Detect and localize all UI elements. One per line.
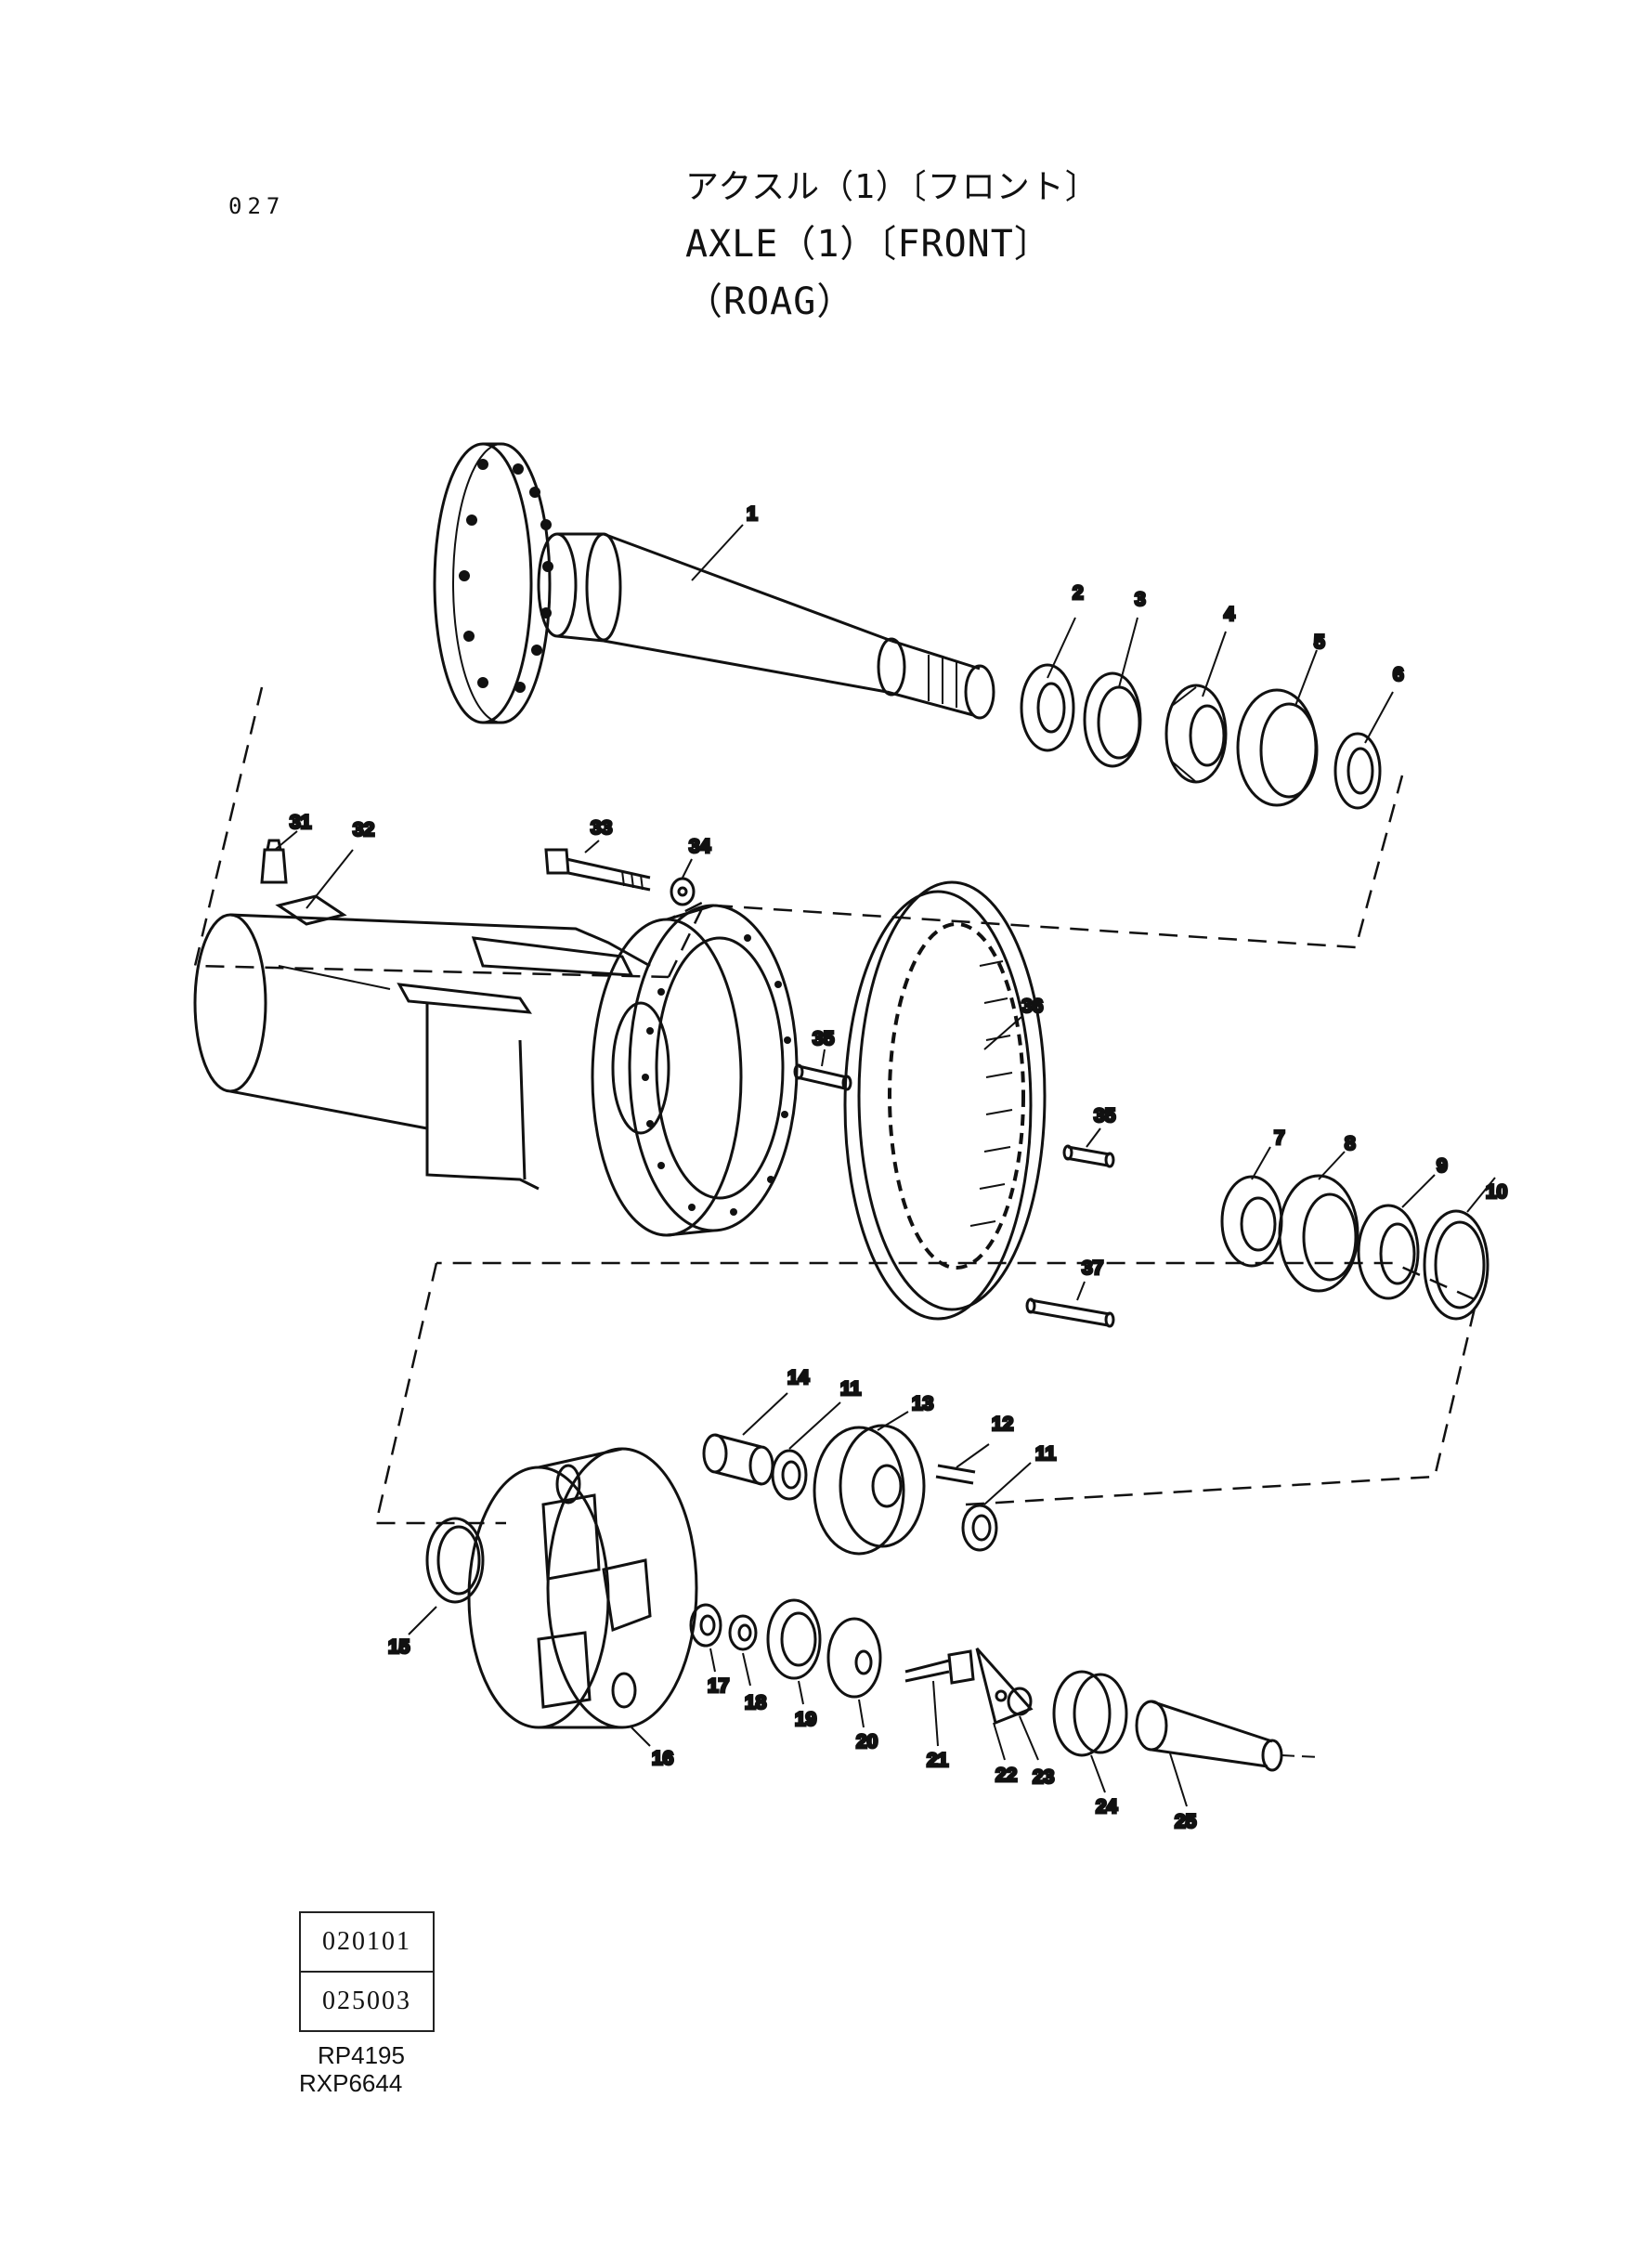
- callout-leaders: [274, 524, 1496, 1807]
- callout-21: 21: [927, 1750, 949, 1771]
- part-axle-shaft: [433, 442, 995, 724]
- callout-35-b: 35: [1094, 1105, 1116, 1127]
- part-bearing-9: [1357, 1204, 1420, 1300]
- callout-2: 2: [1073, 582, 1084, 604]
- callout-36: 36: [1021, 996, 1043, 1017]
- callout-20: 20: [856, 1731, 878, 1752]
- callout-labels: 1 2 3 4 5 6 7 8 9 10 11 11 12 13 14 15 1…: [289, 502, 1509, 1834]
- part-carrier-16: [467, 1447, 698, 1729]
- reference-code: RP4195: [318, 2041, 405, 2069]
- callout-6: 6: [1393, 664, 1404, 685]
- part-pin-35-a: [793, 1063, 852, 1091]
- callout-11-b: 11: [1035, 1443, 1057, 1465]
- callout-11-a: 11: [840, 1378, 862, 1400]
- part-washer-11-a: [771, 1449, 808, 1501]
- callout-1: 1: [747, 503, 758, 525]
- part-thrust-washer-20: [826, 1617, 882, 1699]
- part-pin-35-b: [1062, 1144, 1115, 1168]
- page-number: 027: [228, 193, 286, 219]
- part-planet-gear-13: [813, 1424, 926, 1556]
- part-ring-23: [1007, 1687, 1033, 1716]
- serial-range-box: 020101 025003: [299, 1911, 435, 2032]
- callout-14: 14: [787, 1367, 810, 1388]
- callout-10: 10: [1486, 1181, 1507, 1203]
- callout-32: 32: [353, 819, 374, 840]
- callout-37: 37: [1082, 1257, 1103, 1279]
- callout-4: 4: [1224, 604, 1235, 625]
- part-washer-11-b: [961, 1504, 998, 1552]
- part-seal-6: [1333, 732, 1382, 810]
- callout-25: 25: [1175, 1811, 1197, 1832]
- callout-35-a: 35: [813, 1028, 835, 1049]
- part-lock-plate-22: [975, 1648, 1034, 1726]
- callout-31: 31: [290, 812, 312, 833]
- part-grease-nipple-31: [260, 839, 288, 884]
- callout-19: 19: [795, 1709, 816, 1730]
- reference-codes: RP4195 RXP6644: [299, 2041, 405, 2097]
- serial-from: 020101: [322, 1927, 411, 1956]
- part-axle-housing: [193, 904, 799, 1237]
- part-sun-gear-24: [1052, 1670, 1128, 1757]
- callout-15: 15: [388, 1636, 410, 1658]
- part-pin-12: [935, 1464, 976, 1485]
- part-ring-18: [728, 1614, 758, 1651]
- callout-8: 8: [1345, 1133, 1356, 1154]
- callout-18: 18: [745, 1692, 767, 1713]
- part-seal-2: [1020, 663, 1075, 752]
- title-english: AXLE（1）〔FRONT〕: [685, 223, 1052, 266]
- callout-7: 7: [1274, 1127, 1285, 1149]
- part-ring-gear-36: [843, 880, 1047, 1321]
- part-drive-shaft-25: [1135, 1700, 1320, 1772]
- callout-16: 16: [652, 1748, 673, 1769]
- part-bushing-14: [702, 1433, 774, 1486]
- callout-12: 12: [992, 1414, 1013, 1435]
- part-bolt-21: [904, 1649, 975, 1685]
- title-model: （ROAG）: [685, 280, 855, 323]
- callout-13: 13: [912, 1393, 933, 1414]
- part-pin-37: [1025, 1297, 1115, 1328]
- callout-9: 9: [1437, 1155, 1448, 1177]
- part-race-8: [1278, 1174, 1359, 1293]
- part-race-3: [1083, 671, 1142, 768]
- part-bolt-33: [544, 848, 651, 892]
- part-thrust-plate-19: [766, 1598, 822, 1680]
- callout-3: 3: [1135, 589, 1146, 610]
- callout-17: 17: [708, 1675, 729, 1697]
- part-race-5: [1236, 688, 1319, 807]
- part-washer-17: [689, 1603, 722, 1648]
- part-bearing-4: [1164, 684, 1228, 784]
- part-snap-ring-15: [425, 1517, 485, 1604]
- part-washer-34: [670, 877, 696, 906]
- callout-34: 34: [689, 836, 711, 857]
- assembly-guide-lines: [193, 686, 1478, 1525]
- part-shim-10: [1423, 1209, 1489, 1321]
- callout-22: 22: [995, 1765, 1017, 1786]
- callout-24: 24: [1096, 1796, 1118, 1818]
- callout-23: 23: [1033, 1766, 1054, 1788]
- title-japanese: アクスル（1）〔フロント〕: [685, 168, 1099, 206]
- callout-33: 33: [591, 817, 612, 839]
- callout-5: 5: [1314, 632, 1325, 653]
- serial-to: 025003: [301, 1971, 433, 2030]
- reference-code: RXP6644: [299, 2069, 403, 2097]
- part-seal-7: [1220, 1175, 1283, 1268]
